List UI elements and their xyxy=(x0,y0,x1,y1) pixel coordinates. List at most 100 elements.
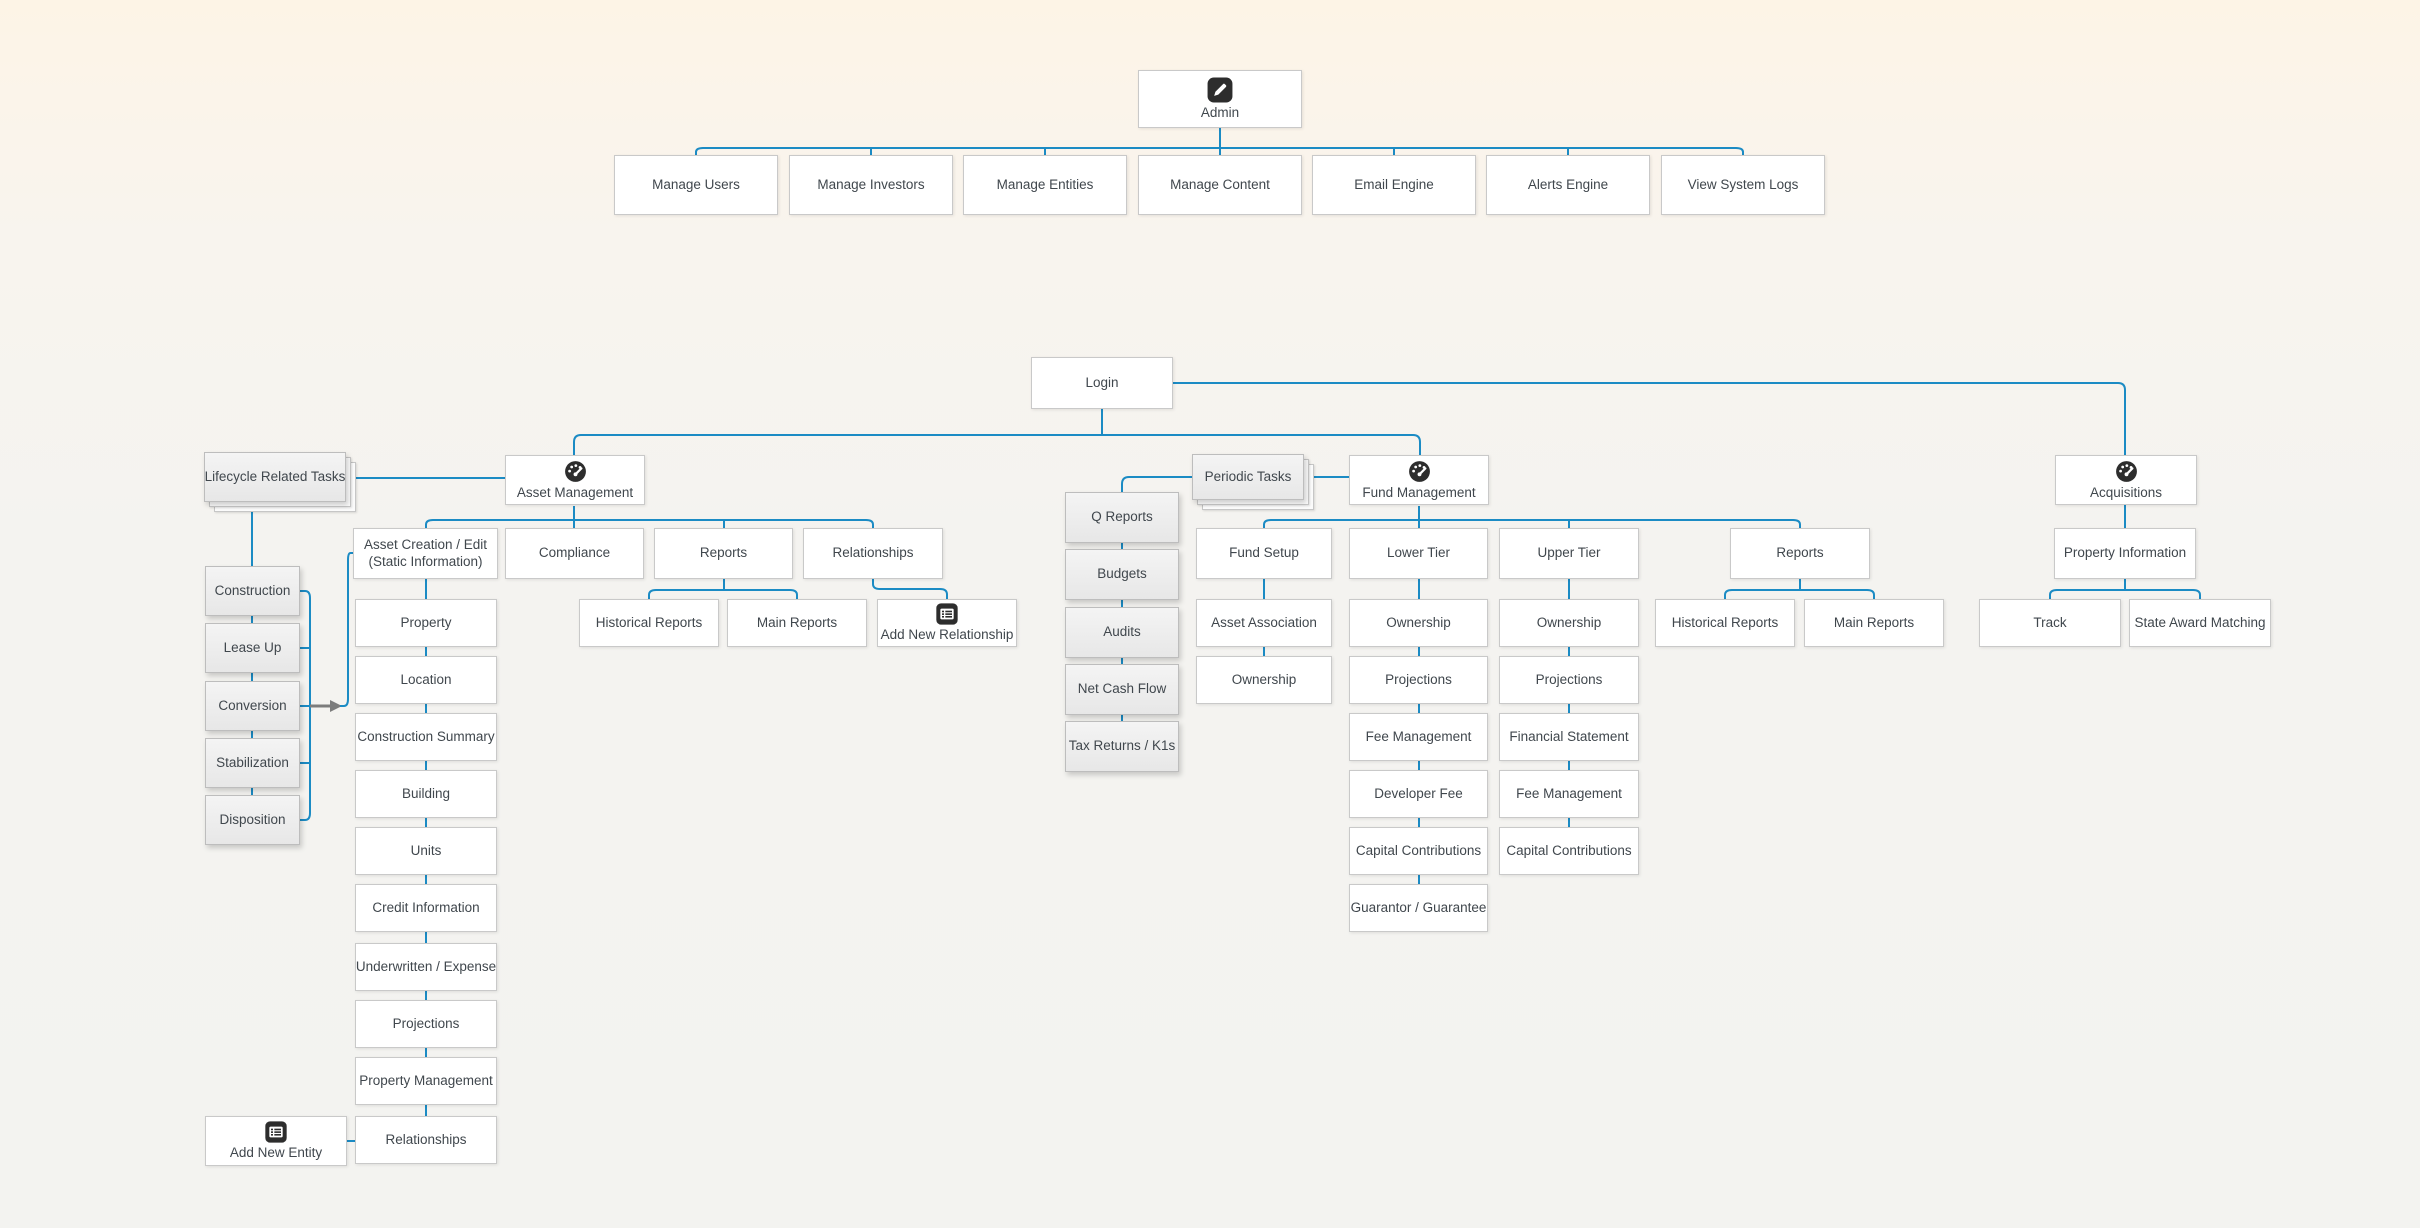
node-main-reports-asset[interactable]: Main Reports xyxy=(727,599,867,647)
node-label: Acquisitions xyxy=(2089,484,2163,500)
node-label: Lease Up xyxy=(223,639,282,655)
node-lower-tier[interactable]: Lower Tier xyxy=(1349,528,1488,579)
node-underwritten-expense[interactable]: Underwritten / Expense xyxy=(355,943,497,991)
node-asset-creation-edit[interactable]: Asset Creation / Edit (Static Informatio… xyxy=(353,528,498,579)
node-fee-management-lower[interactable]: Fee Management xyxy=(1349,713,1488,761)
node-login[interactable]: Login xyxy=(1031,357,1173,409)
node-label: Budgets xyxy=(1097,566,1147,582)
node-label: Asset Association xyxy=(1211,614,1317,630)
node-label: Q Reports xyxy=(1091,509,1153,525)
gauge-icon xyxy=(1407,459,1432,484)
node-building[interactable]: Building xyxy=(355,770,497,818)
node-manage-content[interactable]: Manage Content xyxy=(1138,155,1302,215)
node-label: Track xyxy=(2033,614,2067,630)
node-manage-investors[interactable]: Manage Investors xyxy=(789,155,953,215)
node-projections-upper[interactable]: Projections xyxy=(1499,656,1639,704)
node-upper-tier[interactable]: Upper Tier xyxy=(1499,528,1639,579)
node-add-new-relationship[interactable]: Add New Relationship xyxy=(877,599,1017,647)
node-q-reports[interactable]: Q Reports xyxy=(1065,492,1179,543)
node-acquisitions[interactable]: Acquisitions xyxy=(2055,455,2197,505)
node-fund-management[interactable]: Fund Management xyxy=(1349,455,1489,505)
node-label: Historical Reports xyxy=(1671,614,1779,630)
node-add-new-entity[interactable]: Add New Entity xyxy=(205,1116,347,1166)
node-label: Lower Tier xyxy=(1386,545,1451,561)
node-guarantor-guarantee[interactable]: Guarantor / Guarantee xyxy=(1349,884,1488,932)
node-label: Login xyxy=(1085,374,1119,390)
node-compliance[interactable]: Compliance xyxy=(505,528,644,579)
node-reports-asset[interactable]: Reports xyxy=(654,528,793,579)
node-admin[interactable]: Admin xyxy=(1138,70,1302,128)
node-units[interactable]: Units xyxy=(355,827,497,875)
node-conversion[interactable]: Conversion xyxy=(205,681,300,731)
node-asset-management[interactable]: Asset Management xyxy=(505,455,645,505)
node-lease-up[interactable]: Lease Up xyxy=(205,623,300,673)
node-main-reports-fund[interactable]: Main Reports xyxy=(1804,599,1944,647)
node-label: Reports xyxy=(699,545,748,561)
node-relationships-entity[interactable]: Relationships xyxy=(355,1116,497,1164)
node-reports-fund[interactable]: Reports xyxy=(1730,528,1870,579)
node-track[interactable]: Track xyxy=(1979,599,2121,647)
node-budgets[interactable]: Budgets xyxy=(1065,549,1179,600)
arrowhead xyxy=(330,700,342,712)
node-projections-asset[interactable]: Projections xyxy=(355,1000,497,1048)
node-property[interactable]: Property xyxy=(355,599,497,647)
gauge-icon xyxy=(563,459,588,484)
node-label: Email Engine xyxy=(1354,176,1434,192)
node-alerts-engine[interactable]: Alerts Engine xyxy=(1486,155,1650,215)
node-label: Developer Fee xyxy=(1374,785,1463,801)
node-label: Periodic Tasks xyxy=(1204,468,1292,484)
node-tax-returns-k1s[interactable]: Tax Returns / K1s xyxy=(1065,721,1179,772)
node-view-system-logs[interactable]: View System Logs xyxy=(1661,155,1825,215)
node-label: Construction xyxy=(214,582,291,598)
node-label: Disposition xyxy=(219,811,286,827)
node-fund-setup[interactable]: Fund Setup xyxy=(1196,528,1332,579)
node-disposition[interactable]: Disposition xyxy=(205,795,300,845)
node-label: Add New Entity xyxy=(229,1145,323,1161)
node-developer-fee[interactable]: Developer Fee xyxy=(1349,770,1488,818)
edge-main-rail xyxy=(573,434,1421,456)
node-historical-reports-fund[interactable]: Historical Reports xyxy=(1655,599,1795,647)
node-label: Main Reports xyxy=(756,614,838,630)
node-label: Stabilization xyxy=(216,754,289,770)
node-label: Asset Creation / Edit (Static Informatio… xyxy=(363,536,488,569)
node-financial-statement[interactable]: Financial Statement xyxy=(1499,713,1639,761)
node-credit-information[interactable]: Credit Information xyxy=(355,884,497,932)
node-ownership-lower[interactable]: Ownership xyxy=(1349,599,1488,647)
node-email-engine[interactable]: Email Engine xyxy=(1312,155,1476,215)
node-lifecycle-related-tasks[interactable]: Lifecycle Related Tasks xyxy=(204,452,346,502)
edge-asset-children-rail xyxy=(425,519,874,529)
node-construction[interactable]: Construction xyxy=(205,566,300,616)
node-state-award-matching[interactable]: State Award Matching xyxy=(2129,599,2271,647)
node-label: Compliance xyxy=(538,545,611,561)
node-label: Lifecycle Related Tasks xyxy=(204,468,346,484)
node-capital-contributions-lower[interactable]: Capital Contributions xyxy=(1349,827,1488,875)
node-periodic-tasks[interactable]: Periodic Tasks xyxy=(1192,454,1304,500)
node-ownership-fund-setup[interactable]: Ownership xyxy=(1196,656,1332,704)
node-label: Capital Contributions xyxy=(1506,842,1632,858)
node-property-management[interactable]: Property Management xyxy=(355,1057,497,1105)
node-label: Manage Investors xyxy=(817,176,925,192)
node-property-information[interactable]: Property Information xyxy=(2054,528,2196,579)
node-label: Net Cash Flow xyxy=(1077,681,1167,697)
node-label: Ownership xyxy=(1536,614,1602,630)
node-label: Property Information xyxy=(2063,545,2187,561)
node-net-cash-flow[interactable]: Net Cash Flow xyxy=(1065,664,1179,715)
node-location[interactable]: Location xyxy=(355,656,497,704)
node-audits[interactable]: Audits xyxy=(1065,607,1179,658)
node-ownership-upper[interactable]: Ownership xyxy=(1499,599,1639,647)
node-label: Manage Users xyxy=(652,176,740,192)
node-construction-summary[interactable]: Construction Summary xyxy=(355,713,497,761)
node-manage-entities[interactable]: Manage Entities xyxy=(963,155,1127,215)
node-relationships-asset[interactable]: Relationships xyxy=(803,528,943,579)
list-icon xyxy=(264,1120,288,1144)
node-fee-management-upper[interactable]: Fee Management xyxy=(1499,770,1639,818)
node-manage-users[interactable]: Manage Users xyxy=(614,155,778,215)
node-asset-association[interactable]: Asset Association xyxy=(1196,599,1332,647)
node-projections-lower[interactable]: Projections xyxy=(1349,656,1488,704)
node-label: Credit Information xyxy=(372,899,480,915)
node-historical-reports-asset[interactable]: Historical Reports xyxy=(579,599,719,647)
node-stabilization[interactable]: Stabilization xyxy=(205,738,300,788)
node-label: Guarantor / Guarantee xyxy=(1350,899,1487,915)
node-capital-contributions-upper[interactable]: Capital Contributions xyxy=(1499,827,1639,875)
node-label: Fund Setup xyxy=(1229,545,1299,561)
